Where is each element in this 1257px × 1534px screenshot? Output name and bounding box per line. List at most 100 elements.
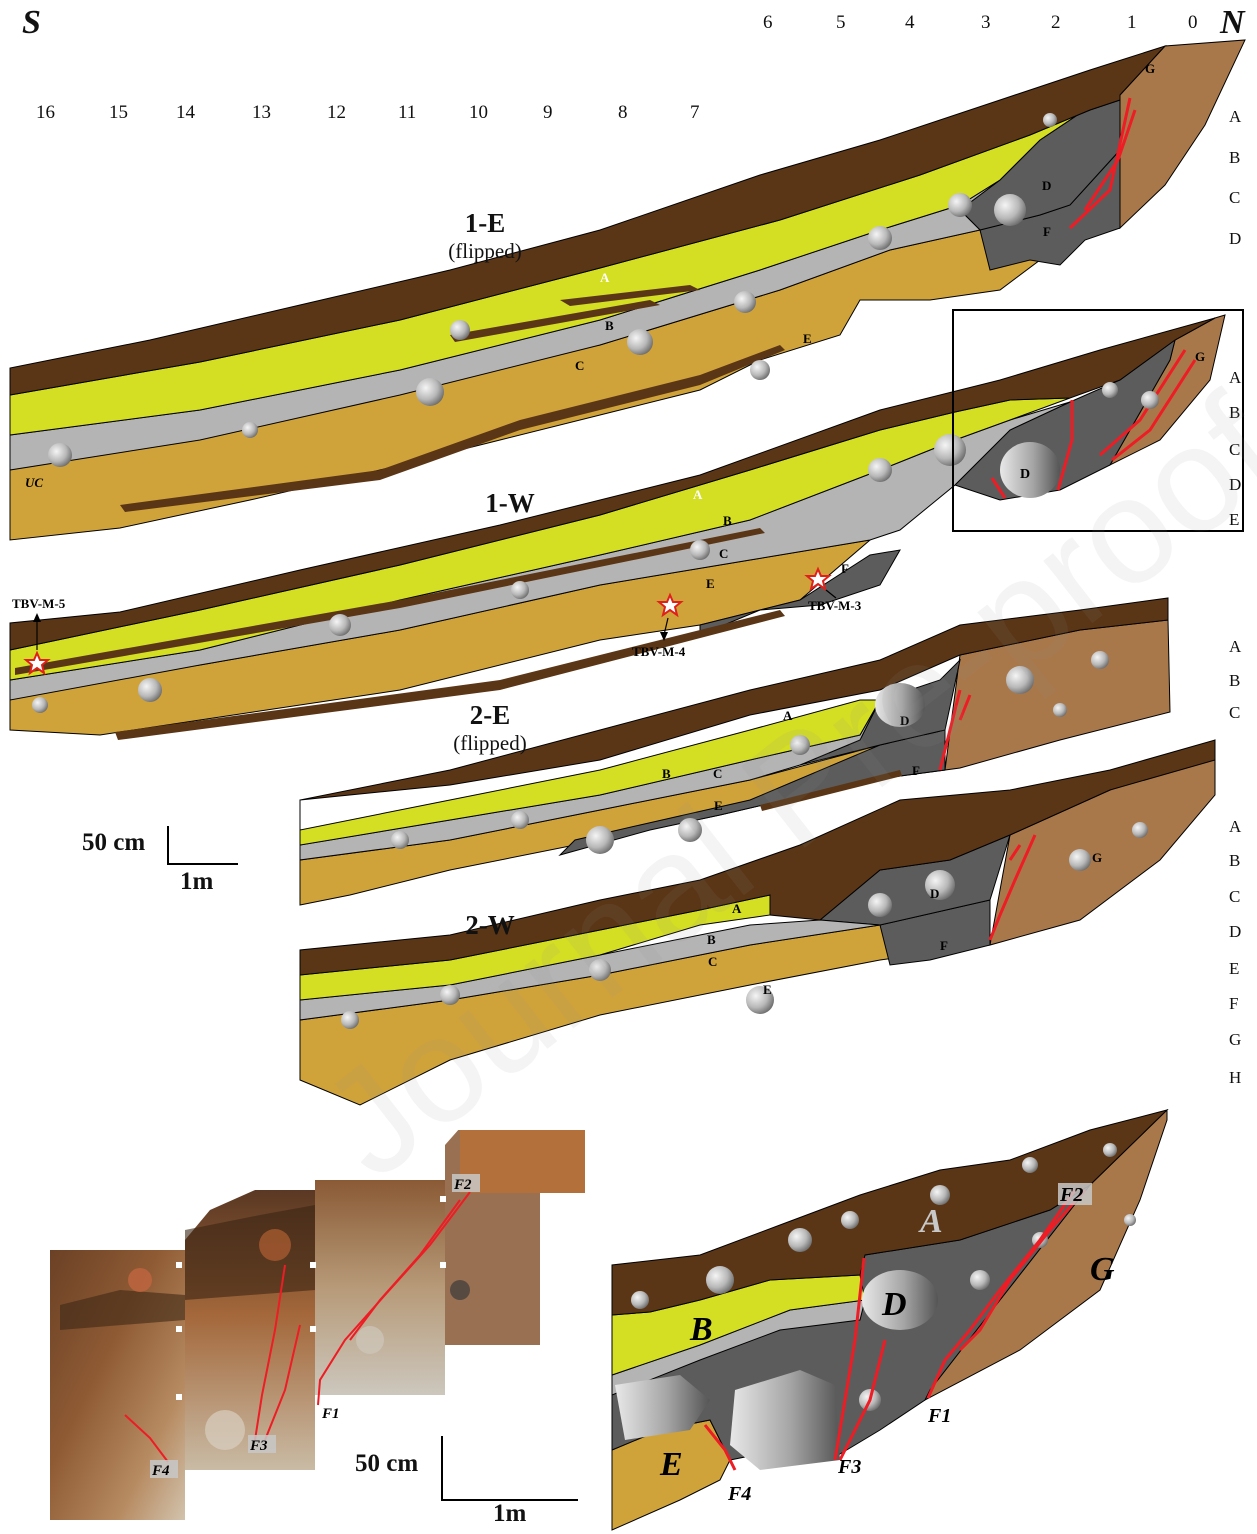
pebble bbox=[706, 1266, 734, 1294]
photo-tile bbox=[315, 1180, 445, 1395]
grid-marker bbox=[440, 1262, 446, 1268]
unit-label: C bbox=[713, 766, 722, 781]
pebble bbox=[32, 697, 48, 713]
unit-label: B bbox=[605, 318, 614, 333]
scale-bar-line bbox=[168, 826, 238, 864]
pebble bbox=[930, 1185, 950, 1205]
unit-label: C bbox=[719, 546, 728, 561]
unit-label: F bbox=[1043, 224, 1051, 239]
pebble bbox=[1006, 666, 1034, 694]
unit-label: D bbox=[1042, 178, 1051, 193]
pebble bbox=[1053, 703, 1067, 717]
scale-bar-lower bbox=[442, 1436, 578, 1500]
arrow-head bbox=[33, 613, 41, 622]
unit-label: G bbox=[1195, 349, 1205, 364]
pebble bbox=[970, 1270, 990, 1290]
grid-marker bbox=[310, 1262, 316, 1268]
pebble bbox=[1069, 849, 1091, 871]
fault-label: F2 bbox=[453, 1177, 472, 1193]
pebble bbox=[1103, 1143, 1117, 1157]
section-title-1e: 1-E (flipped) bbox=[425, 208, 545, 264]
pebble bbox=[511, 581, 529, 599]
pebble bbox=[631, 1291, 649, 1309]
unit-label: G bbox=[1090, 1251, 1115, 1288]
unit-label: E bbox=[803, 331, 812, 346]
section-title-2e: 2-E (flipped) bbox=[430, 700, 550, 756]
grid-marker bbox=[310, 1326, 316, 1332]
sample-label: TBV-M-4 bbox=[632, 644, 686, 659]
scale-bar-line bbox=[442, 1436, 578, 1500]
pebble bbox=[511, 811, 529, 829]
scale-lower-vertical: 50 cm bbox=[355, 1450, 418, 1478]
section-title: 2-W bbox=[430, 910, 550, 941]
section-title-2w: 2-W bbox=[430, 910, 550, 941]
unit-g bbox=[990, 740, 1215, 945]
photo-mosaic: F2 F1 F3 F4 bbox=[50, 1128, 585, 1520]
unit-label: B bbox=[689, 1311, 713, 1348]
pebble bbox=[948, 193, 972, 217]
pebble bbox=[1102, 382, 1118, 398]
pebble bbox=[734, 291, 756, 313]
pebble bbox=[678, 818, 702, 842]
pebble bbox=[416, 378, 444, 406]
photo-clast bbox=[205, 1410, 245, 1450]
unit-label: B bbox=[723, 513, 732, 528]
pebble bbox=[868, 893, 892, 917]
grid-marker bbox=[440, 1196, 446, 1202]
grid-marker bbox=[176, 1326, 182, 1332]
unit-label: F bbox=[912, 763, 920, 778]
unit-label: G bbox=[1145, 61, 1155, 76]
pebble bbox=[341, 1011, 359, 1029]
unit-label: UC bbox=[25, 475, 43, 490]
pebble bbox=[790, 735, 810, 755]
pebble bbox=[440, 985, 460, 1005]
unit-label: C bbox=[708, 954, 717, 969]
pebble bbox=[242, 422, 258, 438]
unit-label: D bbox=[1020, 467, 1030, 482]
unit-label: D bbox=[881, 1286, 907, 1323]
pebble bbox=[994, 194, 1026, 226]
fault-label: F1 bbox=[927, 1405, 951, 1427]
photo-tile bbox=[50, 1250, 185, 1520]
unit-label: D bbox=[900, 713, 909, 728]
section-subtitle: (flipped) bbox=[425, 239, 545, 264]
unit-label: E bbox=[714, 798, 723, 813]
unit-label: A bbox=[783, 708, 793, 723]
pebble bbox=[586, 826, 614, 854]
pebble bbox=[868, 226, 892, 250]
fault-label: F3 bbox=[249, 1438, 268, 1454]
unit-label: E bbox=[763, 982, 772, 997]
section-title: 1-E bbox=[425, 208, 545, 239]
pebble bbox=[627, 329, 653, 355]
section-subtitle: (flipped) bbox=[430, 731, 550, 756]
pebble bbox=[138, 678, 162, 702]
fault-label: F1 bbox=[321, 1406, 340, 1422]
pebble bbox=[1132, 822, 1148, 838]
fault-label: F4 bbox=[727, 1483, 751, 1505]
pebble bbox=[391, 831, 409, 849]
unit-label: F bbox=[841, 561, 849, 576]
pebble bbox=[934, 434, 966, 466]
pebble bbox=[1124, 1214, 1136, 1226]
section-title: 2-E bbox=[430, 700, 550, 731]
unit-label: E bbox=[706, 576, 715, 591]
unit-label: A bbox=[600, 270, 610, 285]
unit-label: A bbox=[693, 487, 703, 502]
pebble bbox=[690, 540, 710, 560]
unit-label: F bbox=[940, 938, 948, 953]
section-title-1w: 1-W bbox=[450, 488, 570, 519]
unit-label: C bbox=[575, 358, 584, 373]
pebble bbox=[329, 614, 351, 636]
section-title: 1-W bbox=[450, 488, 570, 519]
unit-label: G bbox=[1092, 850, 1102, 865]
unit-label: B bbox=[662, 766, 671, 781]
photo-clast bbox=[259, 1229, 291, 1261]
scale-bar-upper bbox=[168, 826, 238, 864]
grid-marker bbox=[176, 1262, 182, 1268]
scale-lower-horizontal: 1m bbox=[493, 1500, 526, 1528]
pebble bbox=[450, 320, 470, 340]
pebble bbox=[589, 959, 611, 981]
grid-marker bbox=[176, 1394, 182, 1400]
pebble bbox=[48, 443, 72, 467]
